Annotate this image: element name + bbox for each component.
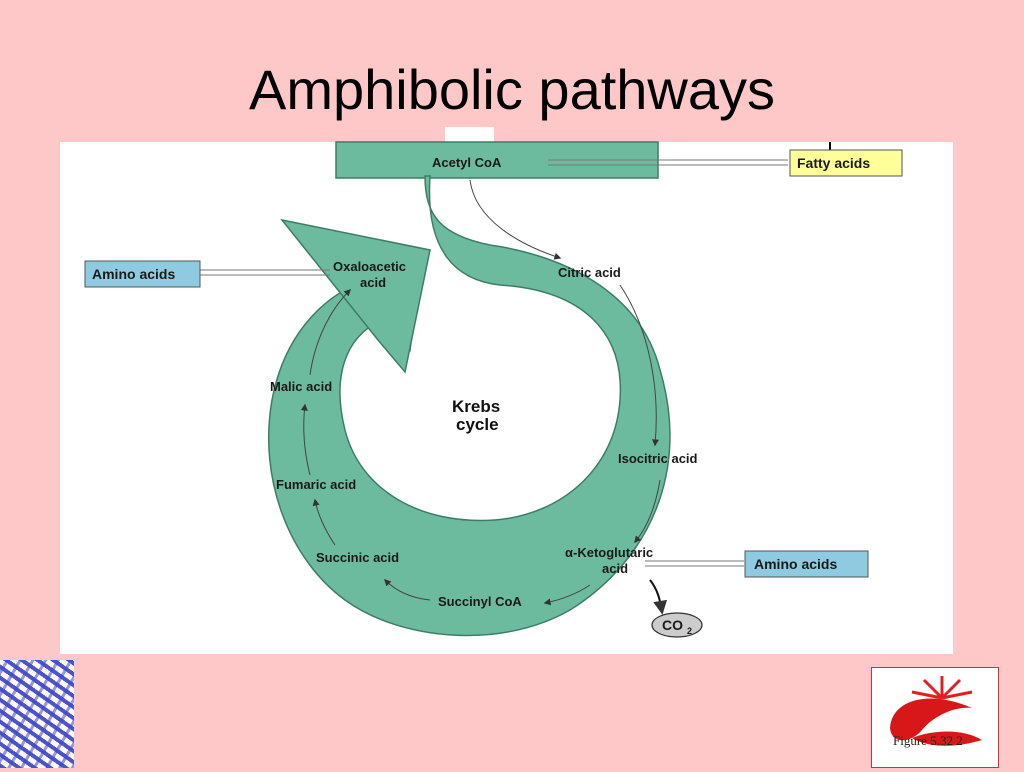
- co2-subscript: 2: [687, 626, 692, 636]
- skyline-logo: [871, 667, 999, 768]
- amino-acids-right-label: Amino acids: [754, 556, 837, 572]
- amino-acids-left-box: Amino acids: [84, 260, 201, 288]
- panel-notch: [445, 127, 494, 143]
- fatty-acids-box: Fatty acids: [789, 149, 903, 177]
- fatty-acids-label: Fatty acids: [797, 155, 870, 171]
- amino-acids-right-box: Amino acids: [744, 550, 869, 578]
- label-fumaric-acid: Fumaric acid: [276, 477, 356, 492]
- side-connectors: [200, 159, 788, 567]
- slide-title: Amphibolic pathways: [248, 58, 776, 121]
- figure-caption: Figure 5.32 2: [893, 733, 963, 748]
- label-citric-acid: Citric acid: [558, 265, 621, 280]
- label-malic-acid: Malic acid: [270, 379, 332, 394]
- decorative-thumbnail: [0, 660, 74, 768]
- label-oxaloacetic-1: Oxaloacetic: [333, 259, 406, 274]
- label-succinyl-coa: Succinyl CoA: [438, 594, 522, 609]
- center-label-krebs: Krebs: [452, 397, 500, 416]
- label-succinic-acid: Succinic acid: [316, 550, 399, 565]
- label-ketoglutaric-2: acid: [602, 561, 628, 576]
- co2-arrow: [649, 579, 668, 615]
- co2-label: CO: [662, 617, 683, 633]
- cycle-arrowhead: [280, 218, 431, 374]
- label-acetyl-coa: Acetyl CoA: [432, 155, 502, 170]
- co2-ellipse: CO 2: [651, 612, 703, 638]
- label-ketoglutaric-1: α-Ketoglutaric: [565, 545, 653, 560]
- inner-flow-arrows: [300, 179, 661, 606]
- label-isocitric-acid: Isocitric acid: [618, 451, 698, 466]
- logo-graphic: [890, 676, 982, 746]
- amino-acids-left-label: Amino acids: [92, 266, 175, 282]
- label-oxaloacetic-2: acid: [360, 275, 386, 290]
- center-label-cycle: cycle: [456, 415, 499, 434]
